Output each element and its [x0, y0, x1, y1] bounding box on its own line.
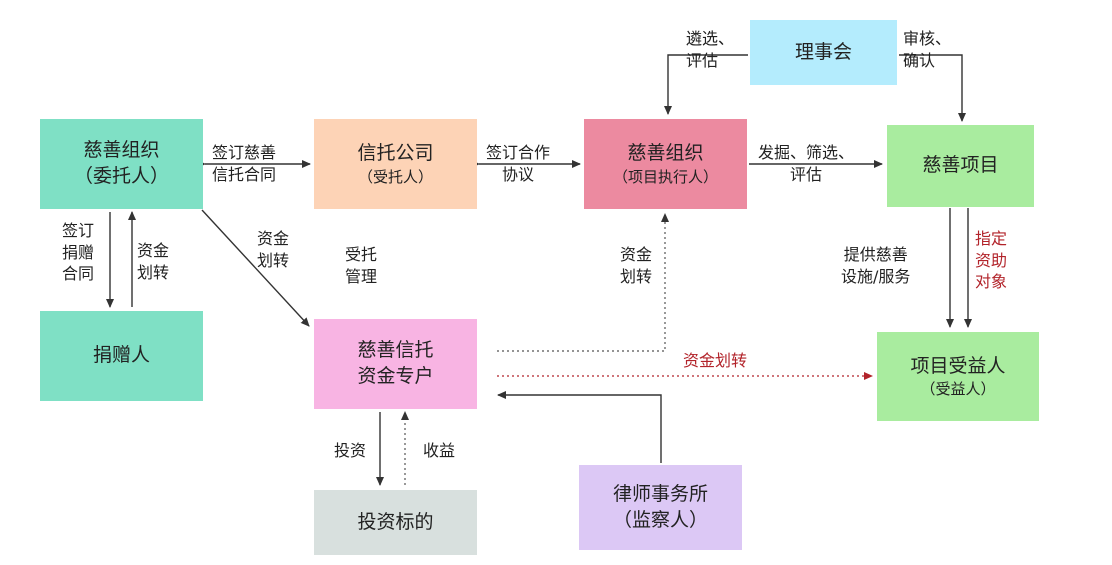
label-sign-donation-contract-line2: 捐赠	[62, 242, 95, 262]
label-designate-recipients-line1: 指定	[975, 229, 1008, 248]
label-provide-services-line1: 提供慈善	[843, 245, 908, 264]
label-fund-transfer-donor: 资金 划转	[137, 240, 169, 283]
label-select-evaluate-line2: 评估	[686, 50, 719, 70]
label-provide-services-line2: 设施/服务	[841, 266, 911, 286]
label-fund-transfer-executor-line1: 资金	[620, 245, 653, 264]
label-designate-recipients: 指定 资助 对象	[975, 228, 1007, 293]
label-sign-trust-contract-line2: 信托合同	[212, 164, 277, 184]
arrow-council-project	[899, 54, 966, 122]
box-law-firm: 律师事务所 （监察人）	[579, 465, 742, 550]
box-trust-company-role: （受托人）	[357, 167, 433, 186]
box-investment-target: 投资标的	[314, 490, 477, 555]
label-fund-transfer-diag-line2: 划转	[257, 250, 290, 270]
box-beneficiary-role: （受益人）	[920, 380, 996, 399]
box-trust-company: 信托公司 （受托人）	[314, 119, 477, 209]
label-review-confirm-line1: 审核、	[903, 29, 952, 48]
label-entrusted-management-line1: 受托	[345, 245, 378, 264]
label-select-evaluate-line1: 遴选、	[686, 29, 735, 48]
label-entrusted-management-line2: 管理	[345, 266, 378, 286]
label-review-confirm-line2: 确认	[903, 50, 936, 70]
box-charity-org-client: 慈善组织 （委托人）	[40, 119, 203, 209]
label-fund-transfer-diag: 资金 划转	[257, 228, 289, 271]
arrow-lawfirm-account	[497, 391, 662, 463]
label-sign-donation-contract: 签订 捐赠 合同	[62, 220, 94, 285]
box-council: 理事会	[750, 20, 897, 85]
label-provide-services: 提供慈善 设施/服务	[841, 244, 910, 287]
label-sign-trust-contract: 签订慈善 信托合同	[212, 142, 276, 185]
box-donor-title: 捐赠人	[92, 344, 150, 367]
box-trust-company-title: 信托公司	[357, 142, 434, 165]
label-select-evaluate: 遴选、 评估	[686, 28, 734, 71]
box-donor: 捐赠人	[40, 311, 203, 401]
box-council-title: 理事会	[794, 40, 852, 63]
box-charity-org-client-title: 慈善组织	[83, 139, 160, 162]
label-sign-donation-contract-line3: 合同	[62, 264, 95, 284]
label-fund-transfer-donor-line1: 资金	[137, 241, 170, 260]
label-sign-trust-contract-line1: 签订慈善	[212, 143, 277, 162]
box-trust-account: 慈善信托 资金专户	[314, 319, 477, 409]
label-review-confirm: 审核、 确认	[903, 28, 951, 71]
label-designate-recipients-line2: 资助	[975, 250, 1008, 270]
arrow-client-account	[201, 209, 310, 327]
box-investment-target-title: 投资标的	[357, 510, 434, 533]
label-fund-transfer-executor: 资金 划转	[620, 244, 652, 287]
box-beneficiary-title: 项目受益人	[910, 354, 1006, 377]
box-trust-account-line1: 慈善信托	[357, 339, 434, 362]
label-sign-donation-contract-line1: 签订	[62, 221, 95, 240]
box-charity-org-executor-role: （项目执行人）	[612, 167, 718, 186]
label-sign-cooperation: 签订合作 协议	[486, 142, 550, 185]
box-law-firm-role: （监察人）	[612, 508, 708, 531]
label-fund-transfer-donor-line2: 划转	[137, 262, 170, 282]
label-invest: 投资	[334, 441, 367, 460]
box-law-firm-title: 律师事务所	[612, 482, 708, 505]
label-discover-screen: 发掘、筛选、 评估	[758, 142, 854, 185]
label-fund-transfer-diag-line1: 资金	[257, 229, 290, 248]
box-beneficiary: 项目受益人 （受益人）	[877, 332, 1039, 421]
label-income: 收益	[423, 441, 456, 460]
box-charity-project-title: 慈善项目	[922, 154, 999, 177]
arrow-council-executor	[664, 54, 748, 115]
label-entrusted-management: 受托 管理	[345, 244, 377, 287]
box-charity-org-executor: 慈善组织 （项目执行人）	[584, 119, 747, 209]
label-fund-transfer-executor-line2: 划转	[620, 266, 653, 286]
box-charity-org-client-role: （委托人）	[73, 165, 169, 187]
label-designate-recipients-line3: 对象	[975, 272, 1008, 292]
label-sign-cooperation-line1: 签订合作	[486, 143, 551, 162]
label-discover-screen-line2: 评估	[790, 164, 823, 184]
box-charity-org-executor-title: 慈善组织	[627, 142, 704, 165]
label-sign-cooperation-line2: 协议	[502, 164, 535, 184]
label-discover-screen-line1: 发掘、筛选、	[758, 143, 855, 162]
box-charity-project: 慈善项目	[887, 125, 1034, 207]
arrow-account-executor	[497, 213, 669, 352]
box-trust-account-line2: 资金专户	[357, 365, 434, 387]
label-fund-transfer-beneficiary: 资金划转	[683, 351, 748, 370]
